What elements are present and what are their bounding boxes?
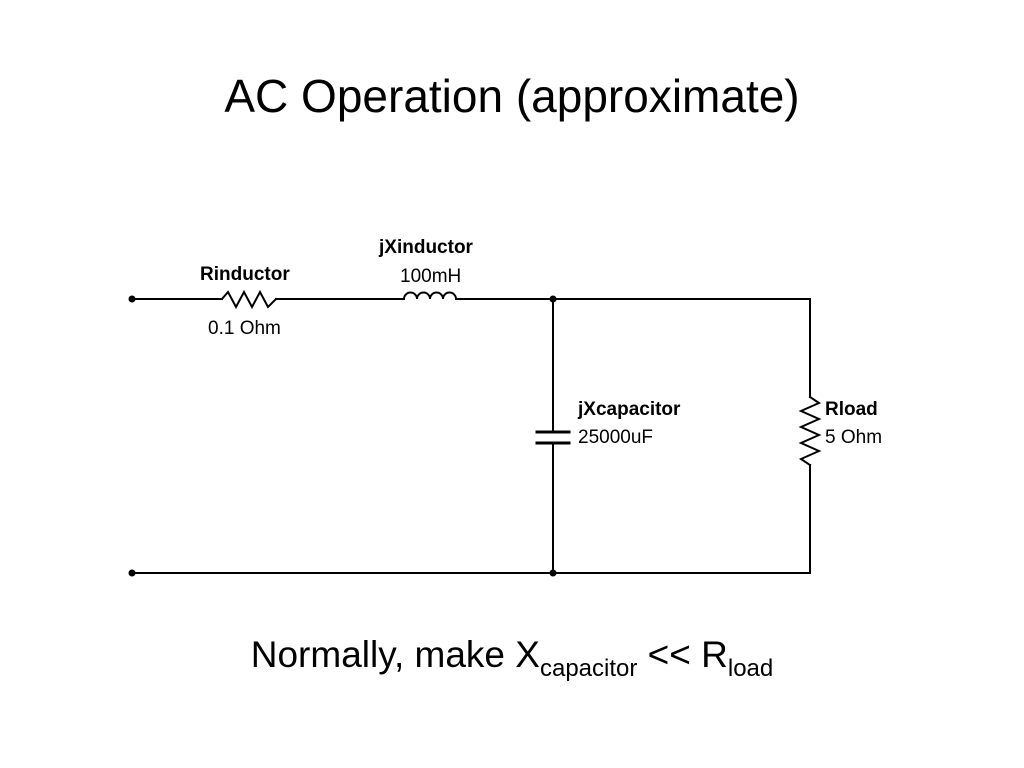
- caption-prefix: Normally, make X: [250, 634, 540, 675]
- junction-top: [549, 295, 557, 303]
- rinductor-value-label: 0.1 Ohm: [208, 318, 281, 339]
- rload-value-label: 5 Ohm: [825, 427, 882, 448]
- terminal-top-left: [128, 295, 136, 303]
- slide-caption: Normally, make Xcapacitor << Rload: [0, 630, 1024, 682]
- jxcapacitor-name-label: jXcapacitor: [577, 399, 681, 420]
- junction-bottom: [549, 569, 557, 577]
- resistor-rload-symbol: [798, 395, 822, 467]
- jxinductor-value-label: 100mH: [400, 266, 461, 287]
- rload-name-label: Rload: [825, 399, 878, 420]
- jxinductor-name-label: jXinductor: [378, 237, 474, 258]
- inductor-symbol: [402, 291, 458, 301]
- caption-subscript-capacitor: capacitor: [539, 655, 638, 682]
- jxcapacitor-value-label: 25000uF: [578, 427, 653, 448]
- terminal-bottom-left: [128, 569, 136, 577]
- rinductor-name-label: Rinductor: [200, 264, 290, 285]
- caption-subscript-load: load: [727, 655, 774, 682]
- slide-title: AC Operation (approximate): [224, 70, 800, 122]
- caption-middle: << R: [637, 634, 728, 675]
- resistor-rinductor-symbol: [220, 289, 278, 310]
